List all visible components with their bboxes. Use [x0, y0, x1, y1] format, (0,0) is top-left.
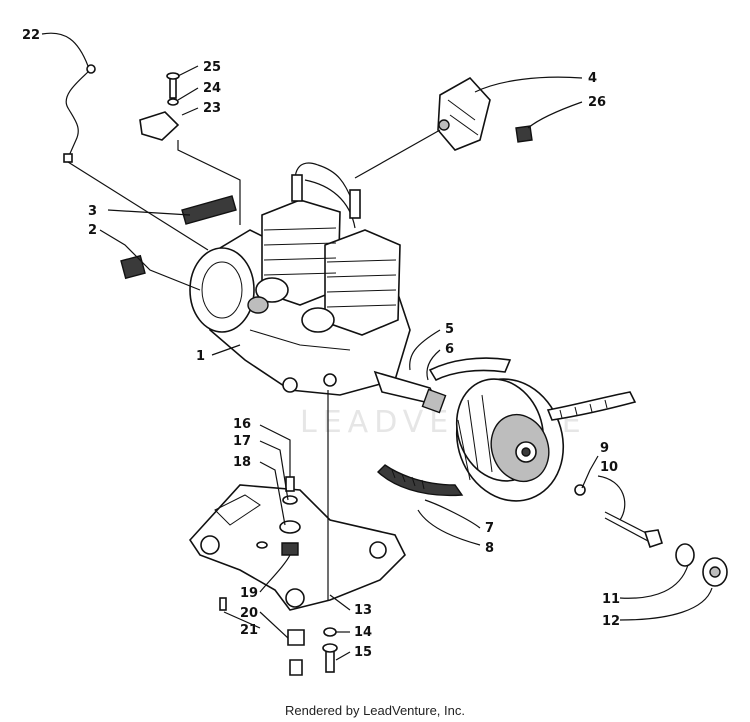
drive-clutch — [455, 378, 565, 502]
footer-credit: Rendered by LeadVenture, Inc. — [285, 703, 465, 718]
callout-19: 19 — [240, 586, 258, 601]
clutch-bolt — [574, 484, 728, 587]
callout-3: 3 — [88, 204, 97, 219]
callout-18: 18 — [233, 455, 251, 470]
callout-12: 12 — [602, 614, 620, 629]
callout-17: 17 — [233, 434, 251, 449]
callout-6: 6 — [445, 342, 454, 357]
callout-9: 9 — [600, 441, 609, 456]
callout-4: 4 — [588, 71, 597, 86]
callout-11: 11 — [602, 592, 620, 607]
misc-parts — [63, 64, 533, 280]
callout-10: 10 — [600, 460, 618, 475]
callout-14: 14 — [354, 625, 372, 640]
callout-21: 21 — [240, 623, 258, 638]
callout-25: 25 — [203, 60, 221, 75]
callout-15: 15 — [354, 645, 372, 660]
callout-13: 13 — [354, 603, 372, 618]
callout-16: 16 — [233, 417, 251, 432]
callout-2: 2 — [88, 223, 97, 238]
callout-5: 5 — [445, 322, 454, 337]
callout-labels: 22 25 24 23 3 2 1 4 26 5 6 7 8 9 10 11 1… — [22, 28, 620, 660]
engine-assembly — [189, 162, 447, 414]
leader-lines — [41, 32, 713, 661]
callout-22: 22 — [22, 28, 40, 43]
callout-7: 7 — [485, 521, 494, 536]
callout-24: 24 — [203, 81, 221, 96]
callout-23: 23 — [203, 101, 221, 116]
callout-20: 20 — [240, 606, 258, 621]
callout-8: 8 — [485, 541, 494, 556]
drive-belt — [376, 357, 637, 497]
callout-26: 26 — [588, 95, 606, 110]
callout-1: 1 — [196, 349, 205, 364]
mount-hardware — [219, 476, 338, 676]
